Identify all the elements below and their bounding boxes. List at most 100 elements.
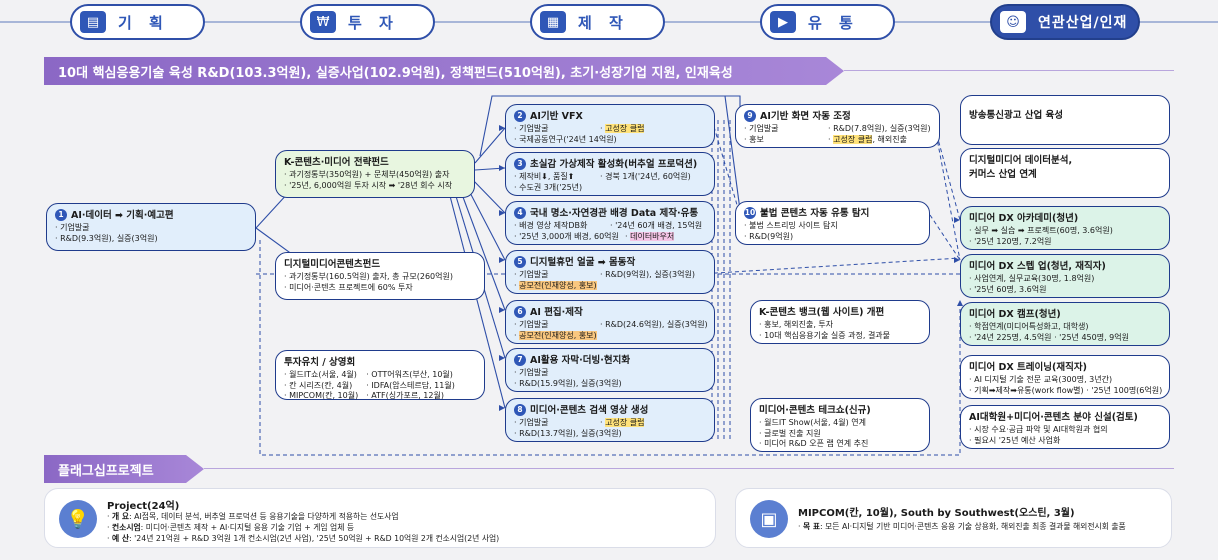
- node-title: K-콘텐츠·미디어 전략펀드: [284, 157, 389, 168]
- badge-contest: 공모전(인재양성, 홍보): [519, 330, 597, 340]
- nav-step-production[interactable]: ▦ 제 작: [530, 4, 665, 40]
- nav-step-planning[interactable]: ▤ 기 획: [70, 4, 205, 40]
- node-digital-media-fund[interactable]: 디지털미디어콘텐츠펀드 과기정통부(160.5억원) 출자, 총 규모(260억…: [275, 252, 485, 300]
- people-icon: ☺: [1000, 11, 1026, 33]
- node-number: 10: [744, 207, 756, 219]
- node-line: 기업발굴: [514, 418, 594, 429]
- node-line: 수도권 3개('25년): [514, 183, 706, 194]
- node-line: R&D(24.6억원), 실증(3억원): [600, 320, 708, 331]
- node-dx-academy[interactable]: 미디어 DX 아카데미(청년) 실무 ➡ 실습 ➡ 프로젝트(60명, 3.6억…: [960, 206, 1170, 250]
- node-line: '25년, 6,000억원 투자 시작 ➡ '28년 회수 시작: [284, 181, 466, 192]
- flagship-exhibition-title: MIPCOM(칸, 10월), South by Southwest(오스틴, …: [798, 508, 1075, 519]
- clapper-icon: ▦: [540, 11, 566, 33]
- node-line: 시장 수요·공급 파악 및 AI대학원과 협의: [969, 425, 1161, 436]
- node-line: R&D(15.9억원), 실증(3억원): [514, 379, 706, 390]
- node-line: 기업발굴: [514, 368, 706, 379]
- node-kcontent-bank[interactable]: K-콘텐츠 뱅크(웹 사이트) 개편 홍보, 해외진출, 투자 10대 핵심응용…: [750, 300, 930, 344]
- flagship-banner-text: 플래그십프로젝트: [58, 463, 154, 479]
- screen-play-icon: ▶: [770, 11, 796, 33]
- node-number: 1: [55, 209, 67, 221]
- node-line: 고성장 클럽: [600, 418, 645, 429]
- node-number: 2: [514, 110, 526, 122]
- node-dx-camp[interactable]: 미디어 DX 캠프(청년) 학점연계(미디어특성화고, 대학생) '24년 22…: [960, 302, 1170, 346]
- node-title: 투자유치 / 상영회: [284, 357, 356, 368]
- node-ai-data-planning[interactable]: 1AI·데이터 ➡ 기획·예고편 기업발굴 R&D(9.3억원), 실증(3억원…: [46, 203, 256, 251]
- node-line: 고성장 클럽, 해외진출: [828, 134, 907, 146]
- node-line: 기업발굴: [514, 124, 594, 135]
- top-banner: 10대 핵심응용기술 육성 R&D(103.3억원), 실증사업(102.9억원…: [44, 57, 844, 85]
- node-line: '24년 60개 배경, 15억원: [610, 221, 702, 232]
- node-line: OTT어워즈(부산, 10월): [366, 370, 455, 381]
- node-number: 6: [514, 306, 526, 318]
- node-title: 국내 명소·자연경관 배경 Data 제작·유통: [530, 208, 699, 219]
- flagship-banner: 플래그십프로젝트: [44, 455, 204, 483]
- node-line: '25년 60명, 3.6억원: [969, 285, 1161, 296]
- badge-contest: 공모전(인재양성, 홍보): [519, 280, 597, 290]
- node-investment-screening[interactable]: 투자유치 / 상영회 월드IT쇼(서울, 4월) 칸 시리즈(칸, 4월) MI…: [275, 350, 485, 400]
- node-line: 글로벌 진출 지원: [759, 429, 921, 440]
- node-line: 미디어·콘텐츠 프로젝트에 60% 투자: [284, 283, 476, 294]
- node-line: IDFA(암스테르담, 11월): [366, 381, 455, 392]
- node-dx-training[interactable]: 미디어 DX 트레이닝(재직자) AI 디지털 기술 전문 교육(300명, 3…: [960, 355, 1170, 399]
- nav-step-related-industry[interactable]: ☺ 연관산업/인재: [990, 4, 1140, 40]
- top-banner-text: 10대 핵심응용기술 육성 R&D(103.3억원), 실증사업(102.9억원…: [58, 65, 733, 81]
- flagship-row-key: 개 요: [111, 512, 130, 521]
- node-broadcast-industry[interactable]: 방송통신광고 산업 육성: [960, 95, 1170, 145]
- flagship-exhibition-card[interactable]: ▣ MIPCOM(칸, 10월), South by Southwest(오스틴…: [735, 488, 1172, 548]
- node-landscape-data[interactable]: 4국내 명소·자연경관 배경 Data 제작·유통 배경 영상 제작DB화'24…: [505, 201, 715, 245]
- node-strategy-fund[interactable]: K-콘텐츠·미디어 전략펀드 과기정통부(350억원) + 문체부(450억원)…: [275, 150, 475, 198]
- node-line: 기업발굴: [55, 223, 247, 234]
- node-ai-graduate-school[interactable]: AI대학원+미디어·콘텐츠 분야 신설(검토) 시장 수요·공급 파악 및 AI…: [960, 405, 1170, 449]
- node-line: 과기정통부(350억원) + 문체부(450억원) 출자: [284, 170, 466, 181]
- node-number: 3: [514, 158, 526, 170]
- node-dx-stepup[interactable]: 미디어 DX 스텝 업(청년, 재직자) 사업연계, 실무교육(30명, 1.8…: [960, 254, 1170, 298]
- node-line: 학점연계(미디어특성화고, 대학생): [969, 322, 1161, 333]
- node-line: 기업발굴: [744, 124, 822, 135]
- node-line: 사업연계, 실무교육(30명, 1.8억원): [969, 274, 1161, 285]
- node-line: 국제공동연구('24년 14억원): [514, 135, 706, 146]
- node-title: 디지털미디어콘텐츠펀드: [284, 259, 381, 270]
- node-line: 배경 영상 제작DB화: [514, 221, 604, 232]
- node-tech-show[interactable]: 미디어·콘텐츠 테크쇼(신규) 월드IT Show(서울, 4월) 연계 글로벌…: [750, 398, 930, 452]
- node-line: 10대 핵심응용기술 실증 과정, 결과물: [759, 331, 921, 342]
- flagship-row-value: : '24년 21억원 + R&D 3억원 1개 컨소시엄(2년 사업), '2…: [129, 534, 500, 543]
- nav-step-investment[interactable]: ₩ 투 자: [300, 4, 435, 40]
- node-line: MIPCOM(칸, 10월): [284, 391, 358, 402]
- nav-step-label: 기 획: [118, 13, 169, 32]
- badge-high-growth: 고성장 클럽: [605, 418, 645, 427]
- flagship-rule: [204, 468, 1174, 469]
- node-line: 공모전(인재양성, 홍보): [514, 330, 706, 342]
- node-line: '24년 225명, 4.5억원 · '25년 450명, 9억원: [969, 333, 1161, 344]
- badge-high-growth: 고성장 클럽: [833, 134, 873, 144]
- node-data-commerce[interactable]: 디지털미디어 데이터분석, 커머스 산업 연계: [960, 148, 1170, 198]
- node-line: 홍보, 해외진출, 투자: [759, 320, 921, 331]
- node-line-extra: 해외진출: [877, 134, 907, 144]
- lightbulb-icon: 💡: [59, 500, 97, 538]
- nav-step-label: 유 통: [808, 13, 859, 32]
- nav-step-label: 제 작: [578, 13, 629, 32]
- node-ai-subtitle-dubbing[interactable]: 7 AI활용 자막·더빙·현지화 기업발굴 R&D(15.9억원), 실증(3억원…: [505, 348, 715, 392]
- flagship-project-title: Project(24억): [107, 501, 180, 512]
- node-line: 기업발굴: [514, 320, 594, 331]
- node-line: R&D(7.8억원), 실증(3억원): [828, 124, 931, 135]
- node-title: AI대학원+미디어·콘텐츠 분야 신설(검토): [969, 412, 1138, 423]
- node-title: 불법 콘텐츠 자동 유통 탐지: [760, 208, 870, 219]
- monitor-chart-icon: ▣: [750, 500, 788, 538]
- node-ai-editing[interactable]: 6AI 편집·제작 기업발굴R&D(24.6억원), 실증(3억원) 공모전(인…: [505, 300, 715, 344]
- node-title: 미디어·콘텐츠 검색 영상 생성: [530, 405, 649, 416]
- node-title: AI기반 화면 자동 조정: [760, 111, 851, 122]
- node-title: AI활용 자막·더빙·현지화: [530, 355, 631, 366]
- node-title: AI기반 VFX: [530, 111, 583, 122]
- flagship-project-card[interactable]: 💡 Project(24억) · 개 요: AI접목, 데이터 분석, 버추얼 …: [44, 488, 716, 548]
- node-number: 7: [514, 354, 526, 366]
- flagship-row-key: 목 표: [802, 522, 821, 531]
- flagship-row-key: 컨소시엄: [111, 523, 141, 532]
- nav-step-distribution[interactable]: ▶ 유 통: [760, 4, 895, 40]
- node-line: 홍보: [744, 135, 822, 146]
